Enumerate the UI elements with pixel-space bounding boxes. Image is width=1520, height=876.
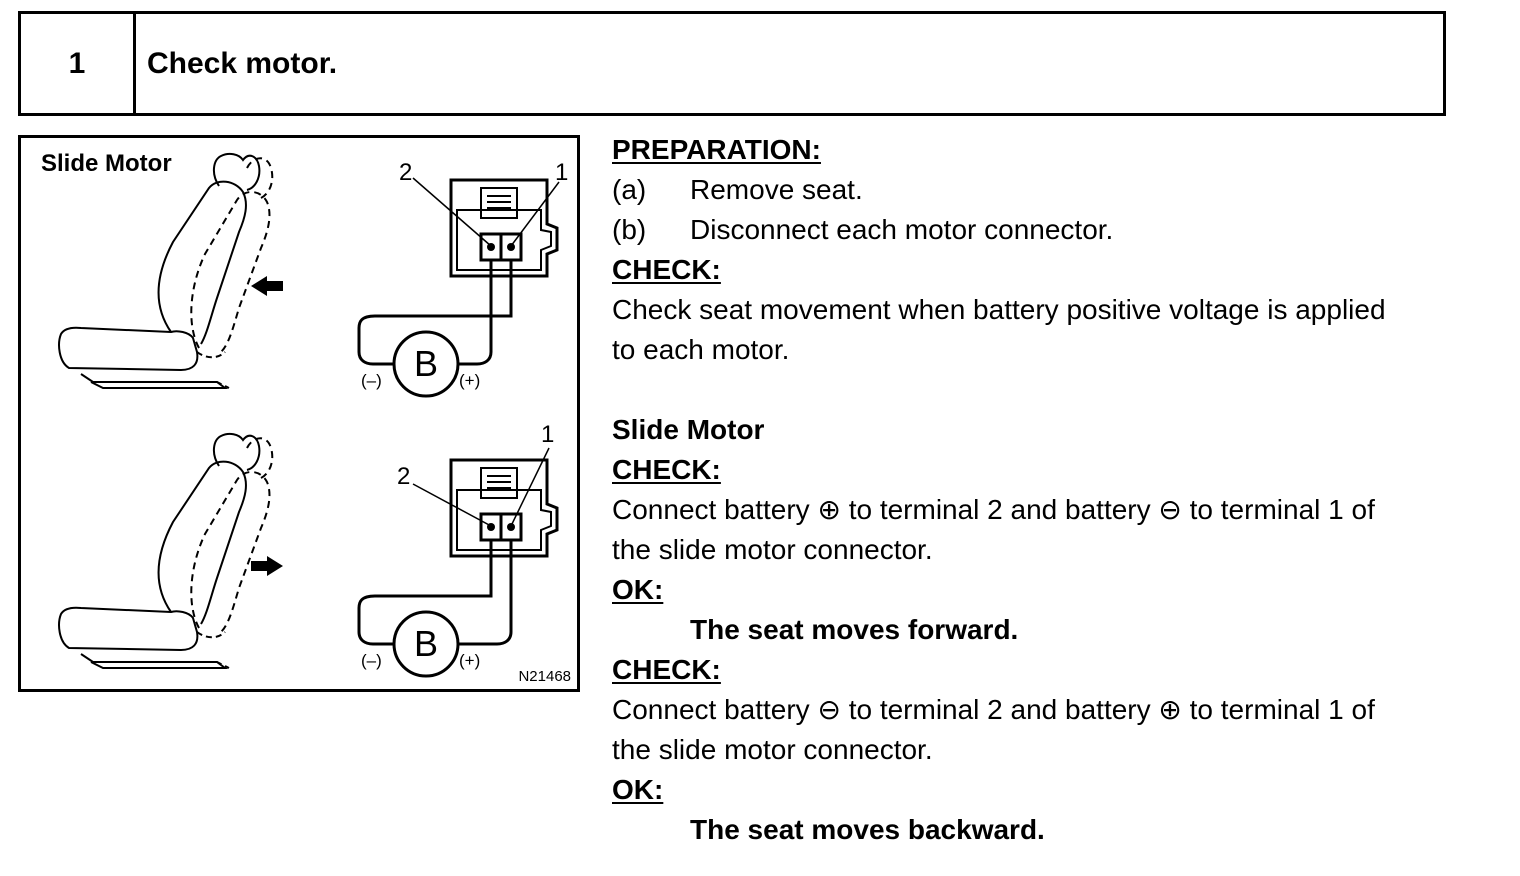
seat-bottom-icon — [58, 432, 274, 669]
procedure-text: PREPARATION: (a) Remove seat. (b) Disconne… — [612, 130, 1472, 850]
bottom-pos-label: (+) — [459, 651, 480, 670]
bottom-neg-label: (–) — [361, 651, 382, 670]
prep-b-text: Disconnect each motor connector. — [690, 214, 1114, 245]
slide-motor-heading: Slide Motor — [612, 414, 765, 445]
top-terminal-1-label: 1 — [555, 159, 568, 186]
check-heading-3: CHECK: — [612, 654, 721, 685]
ok-heading-1: OK: — [612, 574, 664, 605]
check-text-2a: Connect battery ⊕ to terminal 2 and batt… — [612, 494, 1375, 525]
connector-bottom-icon — [449, 458, 559, 558]
check-text-3a: Connect battery ⊖ to terminal 2 and batt… — [612, 694, 1375, 725]
ok-text-2: The seat moves backward. — [690, 814, 1045, 845]
prep-b-label: (b) — [612, 214, 647, 245]
arrow-right-icon — [251, 556, 283, 576]
check-text-2b: the slide motor connector. — [612, 534, 933, 565]
prep-a-text: Remove seat. — [690, 174, 863, 205]
check-heading-1: CHECK: — [612, 254, 721, 285]
step-number: 1 — [21, 14, 136, 113]
seat-top-icon — [58, 152, 274, 389]
step-title: Check motor. — [147, 46, 338, 80]
step-header: 1 Check motor. — [18, 11, 1446, 116]
figure-title: Slide Motor — [41, 150, 172, 177]
bottom-terminal-1-label: 1 — [541, 421, 554, 448]
top-pos-label: (+) — [459, 371, 480, 390]
preparation-heading: PREPARATION: — [612, 134, 821, 165]
top-terminal-2-label: 2 — [399, 159, 412, 186]
figure-code: N21468 — [518, 668, 571, 685]
figure-illustration: 2 1 B (–) (+) 2 1 B (–) (+) — [58, 152, 568, 678]
top-neg-label: (–) — [361, 371, 382, 390]
check-text-1b: to each motor. — [612, 334, 790, 365]
ok-text-1: The seat moves forward. — [690, 614, 1019, 645]
slide-motor-figure: 2 1 B (–) (+) 2 1 B (–) (+) Slide Motor … — [18, 135, 580, 692]
bottom-terminal-2-label: 2 — [397, 463, 410, 490]
battery-bottom-icon — [392, 610, 460, 678]
ok-heading-2: OK: — [612, 774, 664, 805]
top-battery-label: B — [414, 343, 438, 384]
arrow-left-icon — [251, 276, 283, 296]
check-heading-2: CHECK: — [612, 454, 721, 485]
prep-a-label: (a) — [612, 174, 647, 205]
bottom-battery-label: B — [414, 623, 438, 664]
connector-top-icon — [449, 178, 559, 278]
check-text-3b: the slide motor connector. — [612, 734, 933, 765]
check-text-1a: Check seat movement when battery positiv… — [612, 294, 1386, 325]
battery-top-icon — [392, 330, 460, 398]
